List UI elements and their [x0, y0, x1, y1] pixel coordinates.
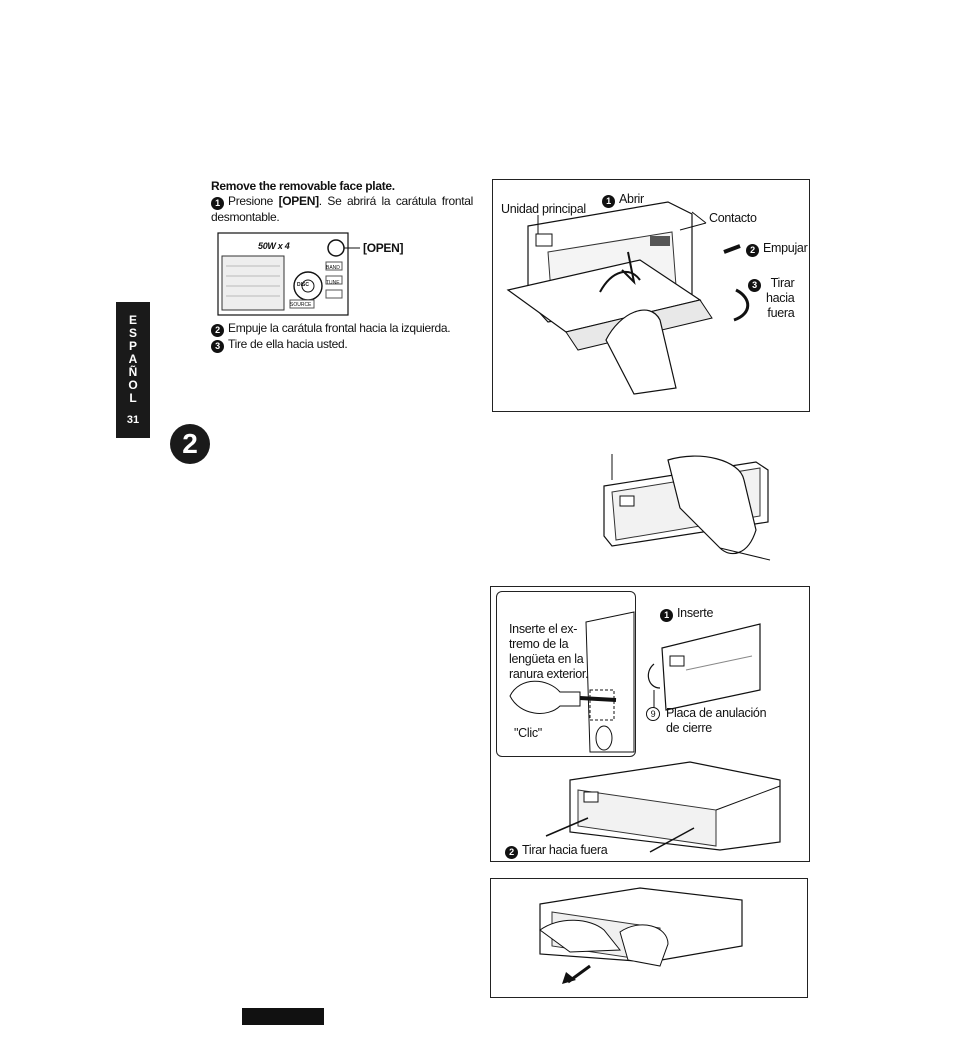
panel-power-label: 50W x 4: [258, 241, 290, 251]
abrir-label: 1 Abrir: [602, 192, 644, 208]
step-number-1: 1: [211, 197, 224, 210]
page-number: 31: [126, 414, 140, 426]
step-number-2: 2: [211, 324, 224, 337]
footer-bar: [242, 1008, 324, 1025]
empujar-text: Empujar: [763, 241, 808, 255]
empujar-number: 2: [746, 244, 759, 257]
tirar-hacia-fuera-text: Tirar hacia fuera: [522, 843, 608, 857]
disc-button-label: DISC: [297, 282, 309, 288]
figure-remove-unit: [490, 878, 808, 998]
language-tab: E S P A Ñ O L 31: [116, 302, 150, 438]
callout-text: Inserte el ex- tremo de la lengüeta en l…: [509, 622, 589, 681]
step-1-open-bold: [OPEN]: [278, 194, 320, 208]
step-2-body: Empuje la carátula frontal hacia la izqu…: [228, 321, 451, 335]
step-1-text: 1 Presione [OPEN]. Se abrirá la carátula …: [211, 194, 473, 225]
tirar-hacia-fuera-number: 2: [505, 846, 518, 859]
section-heading: Remove the removable face plate.: [211, 179, 395, 193]
placa-number-circle: 9: [646, 707, 660, 721]
placa-number: 9: [646, 706, 660, 721]
step-1-text-a: Presione: [228, 194, 279, 208]
open-button-label: [OPEN]: [363, 241, 404, 255]
source-button-label: SOURCE: [290, 302, 312, 308]
abrir-text: Abrir: [619, 192, 644, 206]
tirar-label: 3: [748, 276, 765, 292]
placa-label: Placa de anulación de cierre: [666, 706, 767, 735]
tune-button-label: TUNE: [326, 280, 340, 286]
band-button-label: BAND: [326, 265, 340, 271]
step-3-body: Tire de ella hacia usted.: [228, 337, 348, 351]
tirar-hacia-fuera-label: 2 Tirar hacia fuera: [505, 843, 608, 859]
clic-label: "Clic": [514, 726, 542, 740]
abrir-number: 1: [602, 195, 615, 208]
empujar-label: 2 Empujar: [746, 241, 808, 257]
step-2-text: 2 Empuje la carátula frontal hacia la izq…: [211, 321, 476, 337]
contacto-label: Contacto: [709, 211, 757, 225]
language-tab-letters: E S P A Ñ O L: [128, 313, 138, 405]
unidad-principal-label: Unidad principal: [501, 202, 586, 216]
inserte-text: Inserte: [677, 606, 714, 620]
step-number-3: 3: [211, 340, 224, 353]
step-1-text-c: . Se abrirá la carátula frontal desmonta…: [211, 194, 473, 224]
inserte-label: 1 Inserte: [660, 606, 713, 622]
tirar-number: 3: [748, 279, 761, 292]
tirar-text: Tirar hacia fuera: [766, 276, 795, 320]
step-3-text: 3 Tire de ella hacia usted.: [211, 337, 476, 353]
inserte-number: 1: [660, 609, 673, 622]
step-badge: 2: [170, 424, 210, 464]
